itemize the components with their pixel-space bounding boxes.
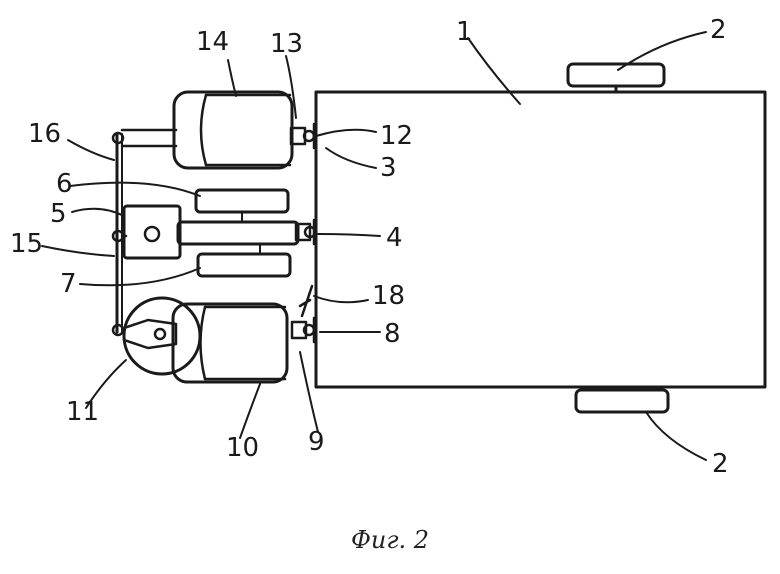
label-4: 4 <box>386 223 403 253</box>
tank-10 <box>173 304 287 382</box>
strut-18 <box>300 286 312 316</box>
label-2-top: 2 <box>710 15 727 45</box>
wheel-bottom <box>576 387 668 412</box>
label-16: 16 <box>28 119 61 149</box>
coupling-12-13 <box>291 124 314 148</box>
label-15: 15 <box>10 229 43 259</box>
label-5: 5 <box>50 199 67 229</box>
label-13: 13 <box>270 29 303 59</box>
label-10: 10 <box>226 433 259 463</box>
cylinder-middle <box>178 222 298 244</box>
coupling-8 <box>292 318 314 342</box>
label-8: 8 <box>384 319 401 349</box>
cylinder-7 <box>198 254 290 276</box>
label-7: 7 <box>60 269 77 299</box>
block-5 <box>124 206 180 258</box>
label-1: 1 <box>456 17 473 47</box>
label-14: 14 <box>196 27 229 57</box>
tank-14 <box>174 92 292 168</box>
cylinder-6 <box>196 190 288 212</box>
wheel-top <box>568 64 664 92</box>
leader-lines <box>42 32 706 460</box>
pump-11 <box>124 298 200 374</box>
figure-caption: Фиг. 2 <box>0 526 780 554</box>
label-3: 3 <box>380 153 397 183</box>
label-18: 18 <box>372 281 405 311</box>
label-9: 9 <box>308 427 325 457</box>
label-12: 12 <box>380 121 413 151</box>
label-2-bottom: 2 <box>712 449 729 479</box>
label-11: 11 <box>66 397 99 427</box>
label-6: 6 <box>56 169 73 199</box>
